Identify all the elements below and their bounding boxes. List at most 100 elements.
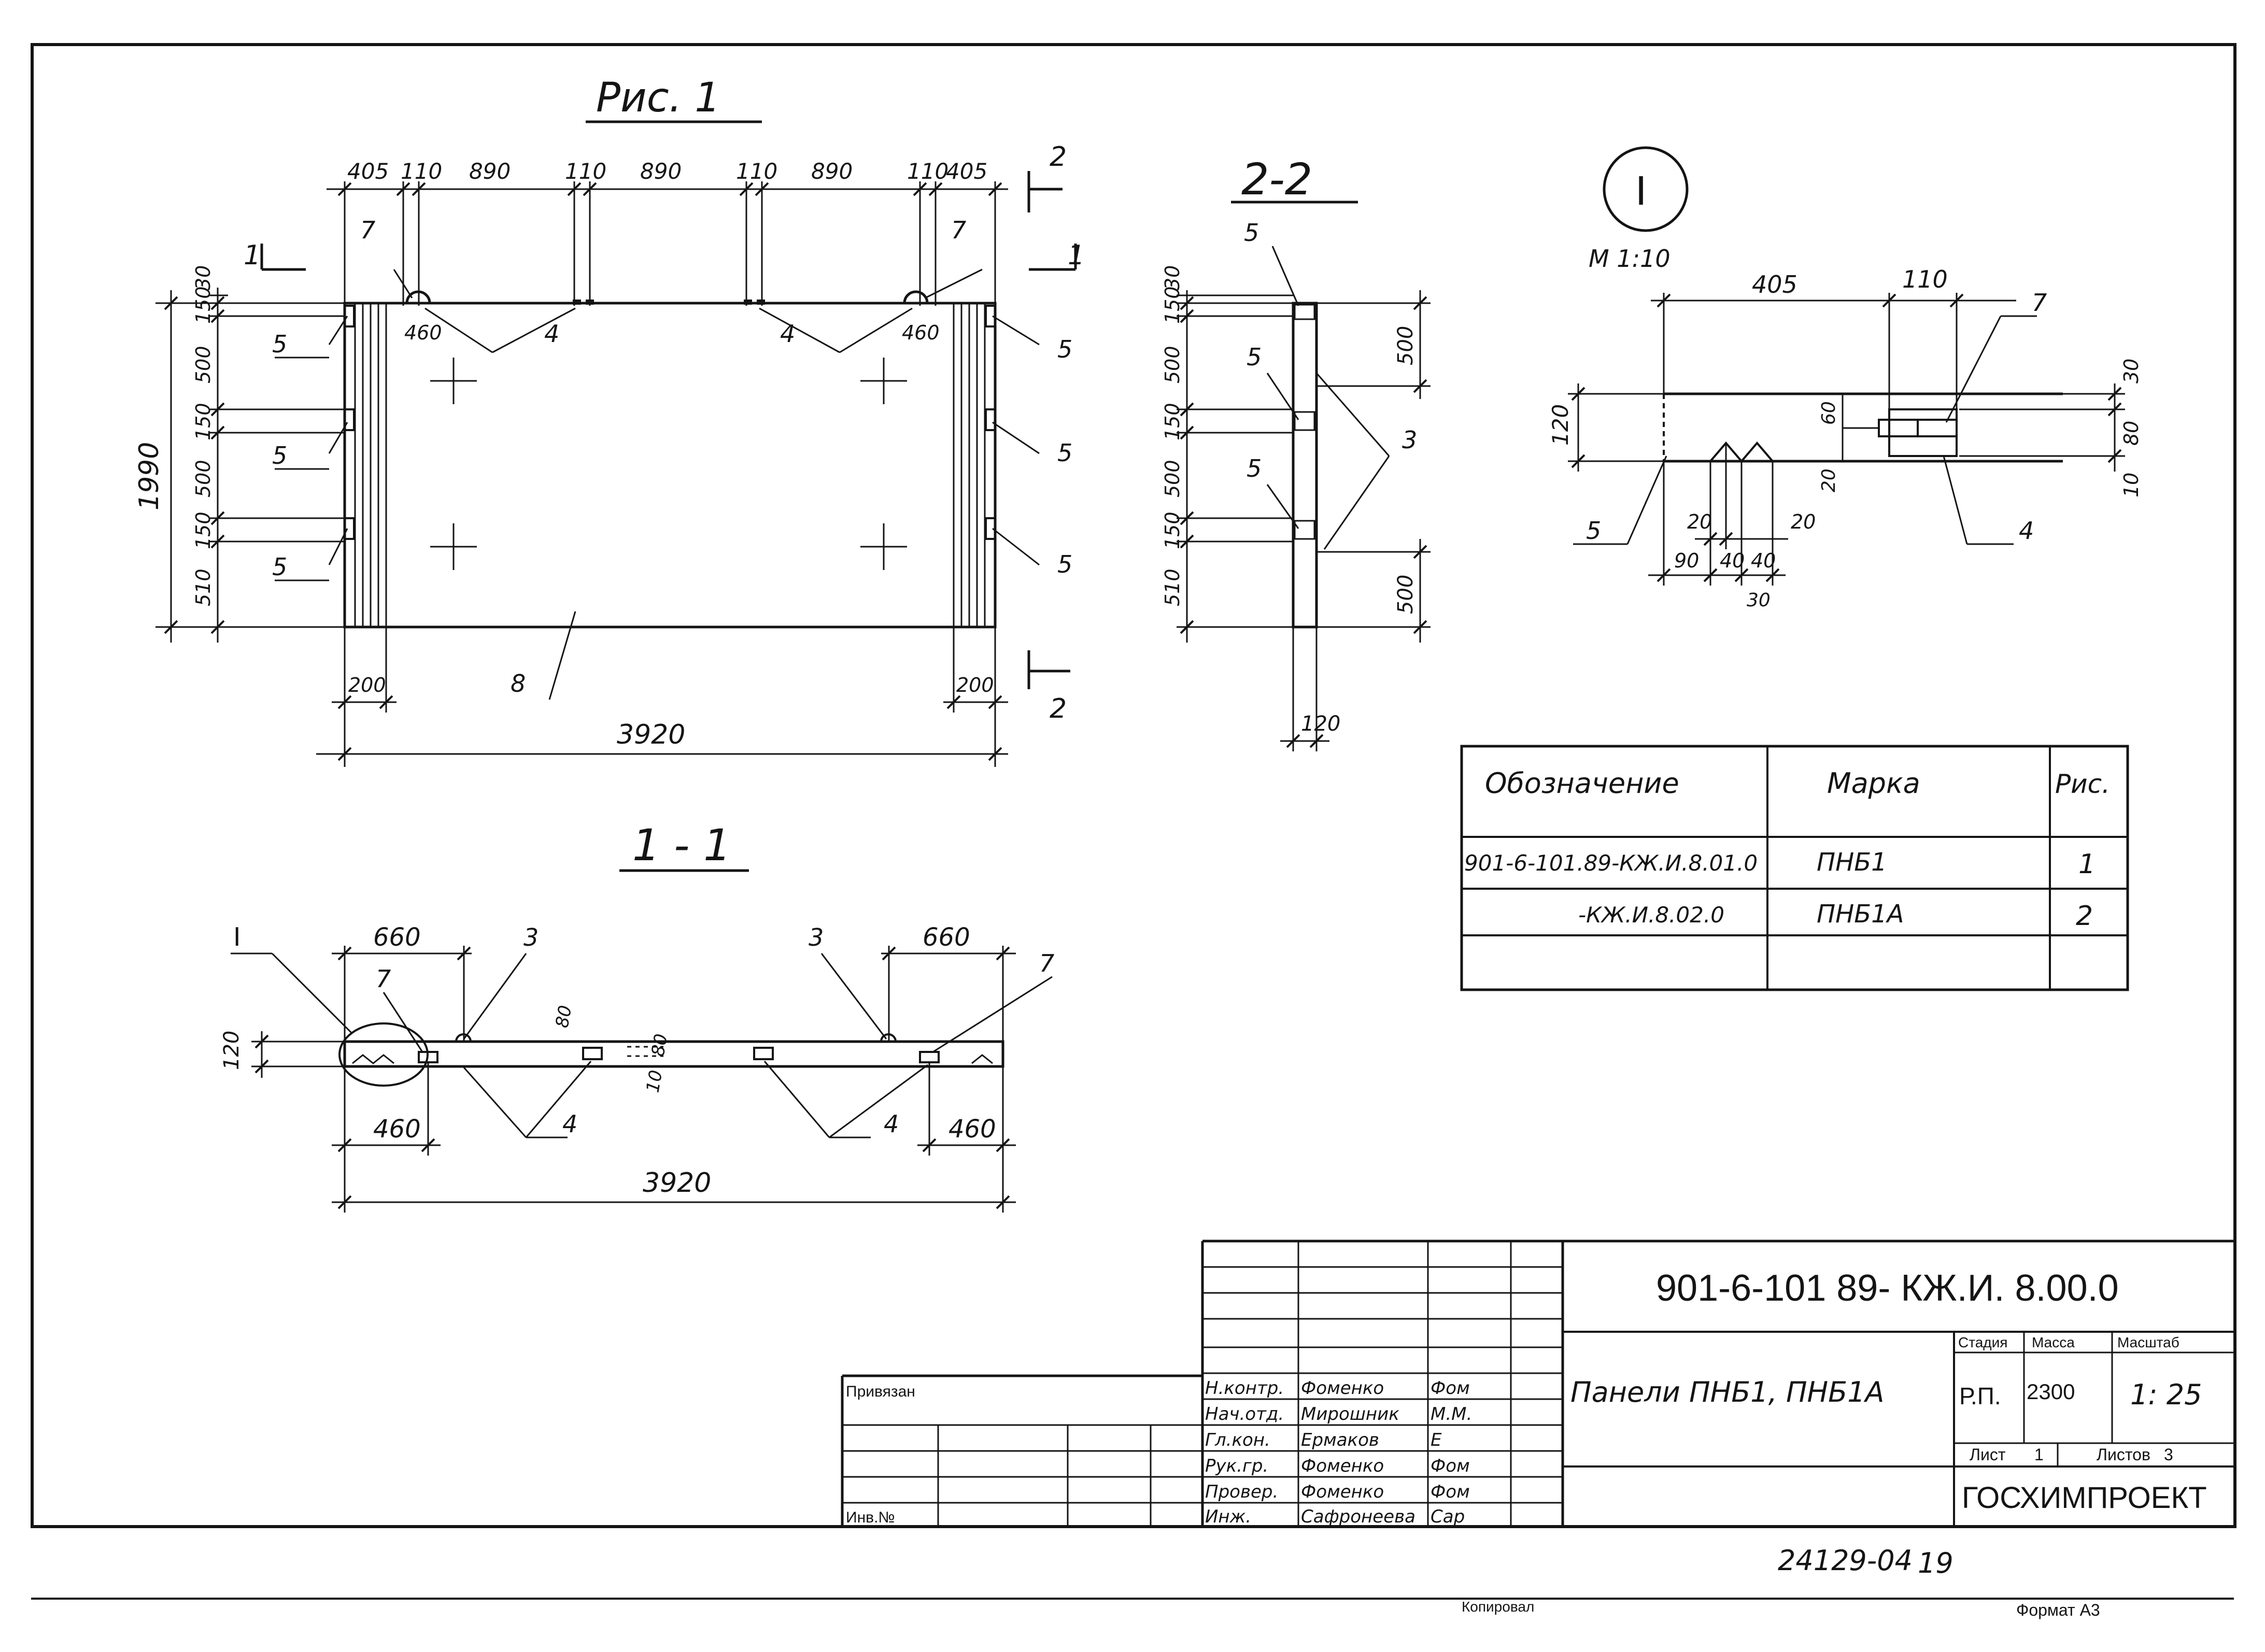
detail-leaders [1573,315,2037,545]
lifting-loop-right [903,290,929,304]
center-marks [430,358,907,570]
sec22-callout-3: 3 [1402,426,1417,454]
signer-role-3: Гл.кон. [1205,1430,1270,1450]
sheets-label: Листов [2097,1445,2150,1464]
dim-top-1: 405 [347,159,389,184]
signer-name-2: Мирошник [1301,1404,1399,1425]
dim-200-left: 200 [348,674,386,696]
signer-role-1: Н.контр. [1205,1378,1284,1399]
format-label: Формат А3 [2016,1601,2100,1619]
detail-dim-80: 80 [2120,421,2143,446]
spec-row2-fig: 2 [2076,901,2093,932]
detail-dim-60: 60 [1818,401,1839,425]
sheets-total: 3 [2164,1445,2173,1464]
dim-top-3: 890 [469,159,511,184]
callout-7-left: 7 [360,216,375,244]
privyazan-label: Привязан [846,1383,915,1400]
mass-header: Масса [2032,1334,2075,1350]
detail-callout-4: 4 [2019,517,2034,545]
sec11-dimensions [251,946,1016,1213]
detail-scale: М 1:10 [1589,245,1671,273]
detail-dim-40-b: 40 [1751,549,1776,572]
spec-header-designation: Обозначение [1485,767,1679,800]
signer-sign-3: Е [1431,1430,1442,1450]
section-mark-1-right: 1 [1068,240,1085,271]
organization: ГОСХИМПРОЕКТ [1962,1481,2207,1515]
callout-5-r1: 5 [1057,335,1072,363]
signer-sign-6: Сар [1431,1506,1465,1527]
hatch-right [953,303,986,627]
detail-dim-30: 30 [2120,359,2143,383]
dim-top-2: 110 [401,159,442,184]
dim-left-5: 500 [192,460,215,497]
sec22-dim-left-4: 150 [1161,403,1184,440]
dim-left-2: 150 [192,286,215,324]
sec11-dim-460-right: 460 [949,1115,996,1144]
scale-header: Масштаб [2117,1334,2179,1350]
hatch-left [354,303,387,627]
callout-5-r3: 5 [1057,550,1072,578]
detail-callout-5: 5 [1586,517,1601,545]
spec-header-mark: Марка [1827,767,1920,800]
fig1-leaders [328,268,1040,700]
callout-5-l3: 5 [272,553,287,581]
dim-height-total: 1990 [134,442,165,510]
signer-role-2: Нач.отд. [1205,1404,1284,1425]
fig1-panel [343,290,997,629]
sec22-dim-bottom: 120 [1301,712,1340,736]
spec-table [1460,745,2129,991]
detail-dim-90: 90 [1674,549,1699,572]
dim-top-7: 890 [811,159,853,184]
inv-no-label: Инв.№ [846,1509,895,1526]
detail-dim-10: 10 [2120,473,2143,497]
sec22-right-dimension-line [1316,290,1431,643]
fig1-top-dimension-line [327,181,1008,306]
signer-name-5: Фоменко [1301,1482,1384,1502]
sec11-callout-3-left: 3 [523,923,539,951]
sec11-callout-4-right: 4 [884,1110,899,1138]
sec22-profile [1280,302,1329,751]
sheet-label: Лист [1970,1445,2006,1464]
dim-top-8: 110 [907,159,949,184]
panel-outline [343,302,997,629]
detail-dim-20-a: 20 [1687,510,1712,533]
dim-top-6: 110 [736,159,777,184]
dim-3920-fig1: 3920 [617,719,685,750]
dim-top-5: 890 [640,159,682,184]
section-mark-2-top: 2 [1050,141,1067,173]
detail-marker-label: I [1635,167,1647,213]
sec11-dim-80a: 80 [551,1004,576,1030]
callout-5-r2: 5 [1057,439,1072,467]
spec-header-fig: Рис. [2055,769,2110,799]
signer-name-1: Фоменко [1301,1378,1384,1399]
sec22-dim-right-1: 500 [1394,326,1418,365]
sec22-title: 2-2 [1241,154,1312,205]
sec11-dim-120: 120 [220,1031,244,1070]
callout-8: 8 [511,670,526,697]
spec-row1-designation: 901-6-101.89-КЖ.И.8.01.0 [1464,850,1758,876]
sec22-left-dimension-line [1177,290,1293,643]
signer-sign-2: М.М. [1431,1404,1472,1425]
callout-5-l2: 5 [272,442,287,469]
callout-4-left: 4 [544,320,559,348]
spec-row2-mark: ПНБ1А [1817,900,1904,929]
signer-name-3: Ермаков [1301,1430,1379,1450]
callout-5-l1: 5 [272,330,287,358]
sec22-dim-left-3: 500 [1161,346,1184,383]
spec-row1-mark: ПНБ1 [1817,848,1887,877]
detail-dim-20-inner: 20 [1818,468,1839,492]
sec11-profile [338,1022,1004,1087]
sec22-leaders [1266,246,1390,550]
sec22-dim-left-6: 150 [1161,511,1184,549]
sec11-callout-7-left: 7 [376,965,391,993]
drawing-frame [31,43,2236,1528]
sec11-dim-460-left: 460 [373,1115,421,1144]
signer-role-5: Провер. [1205,1482,1278,1502]
mass-value: 2300 [2027,1379,2075,1404]
detail-dim-405: 405 [1752,270,1797,298]
detail-dim-30-bottom: 30 [1747,590,1771,611]
fig1-title: Рис. 1 [596,75,720,121]
sec22-callout-5-top: 5 [1244,219,1259,247]
sec11-callout-4-left: 4 [562,1110,577,1138]
scale-value: 1: 25 [2130,1378,2202,1411]
